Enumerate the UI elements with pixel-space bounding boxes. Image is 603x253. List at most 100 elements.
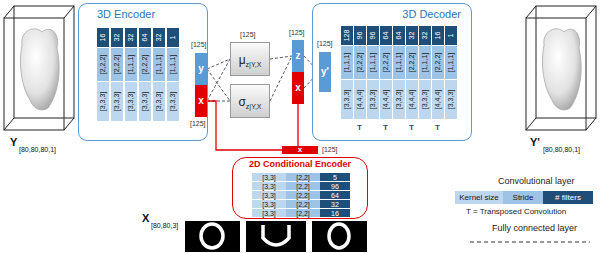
stride-cell: [2,2,2] xyxy=(432,46,444,80)
symbol-letter: μ xyxy=(239,53,246,67)
dimension-label: [80,80,80,1] xyxy=(19,146,56,153)
stride-cell: [2,2,2] xyxy=(354,46,366,80)
legend-swatch: Stride xyxy=(503,191,543,204)
dimension-label: [125] xyxy=(317,40,333,47)
kernel-cell: [3,3,3] xyxy=(125,82,137,122)
kernel-cell: [4,4,4] xyxy=(380,80,392,120)
stride-cell: [1,1,1] xyxy=(167,48,179,82)
caption-label: T = Transposed Convolution xyxy=(466,208,566,216)
layer-value: [2,2,2] xyxy=(357,53,364,72)
layer-value: [4,4,4] xyxy=(409,90,416,109)
layer-value: 32 xyxy=(408,32,415,40)
block-title: 3D Encoder xyxy=(79,4,207,20)
conv-layer-column: 32 [1,1,1] [3,3,3] xyxy=(125,28,137,122)
filters-cell: 64 xyxy=(380,26,392,46)
layer-value: 96 xyxy=(356,32,363,40)
layer-value: [2,2] xyxy=(296,201,310,208)
layer-value: [1,1,1] xyxy=(422,53,429,72)
dimension-label: [80,80,3] xyxy=(151,222,178,229)
legend-text: Stride xyxy=(513,194,534,202)
layer-value: 5 xyxy=(333,174,337,181)
layer-value: [2,2] xyxy=(296,174,310,181)
stride-cell: [2,2] xyxy=(286,191,320,200)
filters-cell: 128 xyxy=(341,26,353,46)
latent-vector-bar: y' xyxy=(319,52,331,92)
conv-layer-column: 16[2,2,2][3,3,3] xyxy=(97,28,109,122)
layer-value: [3,3,3] xyxy=(422,90,429,109)
stride-cell: [2,2] xyxy=(286,200,320,209)
vector-name: y xyxy=(198,64,204,74)
layer-value: [2,2,2] xyxy=(435,53,442,72)
latent-vector-bar: y xyxy=(195,53,207,85)
layer-value: [4,4,4] xyxy=(357,90,364,109)
layer-value: [3,3] xyxy=(262,192,276,199)
layer-value: [1,1,1] xyxy=(170,55,177,74)
kernel-cell: [3,3,3] xyxy=(139,82,151,122)
filters-cell: 32 xyxy=(153,28,165,48)
layer-value: [4,4,4] xyxy=(383,90,390,109)
dimension-label: [125] xyxy=(240,31,256,38)
fully-connected-line xyxy=(207,59,230,69)
layer-value: [2,2,2] xyxy=(114,55,121,74)
layer-value: [3,3,3] xyxy=(170,92,177,111)
stride-cell: [2,2] xyxy=(286,173,320,182)
conditional-encoder-region: 2D Conditional Encoder[3,3][2,2]5[3,3][2… xyxy=(232,157,368,219)
layer-value: [3,3] xyxy=(262,201,276,208)
condition-line xyxy=(297,104,298,146)
kernel-cell: [3,3] xyxy=(252,182,286,191)
filters-cell: 16 xyxy=(432,26,444,46)
kernel-cell: [3,3] xyxy=(252,200,286,209)
vector-name: z xyxy=(296,51,301,61)
layer-value: [3,3] xyxy=(262,210,276,217)
caption-label: Y' xyxy=(530,137,540,148)
legend-text: Fully connected layer xyxy=(492,224,577,233)
stride-cell: [1,1,1] xyxy=(125,48,137,82)
symbol-subscript: z|Y,X xyxy=(246,61,262,68)
layer-value: [2,2,2] xyxy=(142,55,149,74)
layer-value: 32 xyxy=(421,32,428,40)
kernel-cell: [3,3,3] xyxy=(367,80,379,120)
conv-layer-column: 1 [1,1,1] [3,3,3] xyxy=(445,26,457,120)
kernel-cell: [3,3,3] xyxy=(341,80,353,120)
latent-vector-bar: z xyxy=(292,40,304,72)
distribution-box: μz|Y,X xyxy=(230,42,270,76)
kernel-cell: [4,4,4] xyxy=(406,80,418,120)
volume-box xyxy=(526,6,596,130)
layer-value: 32 xyxy=(113,34,120,42)
fully-connected-line xyxy=(207,69,230,101)
conv-layer-column: 96[1,1,1][3,3,3] xyxy=(367,26,379,120)
conv-layer-column: 128[1,1,1][3,3,3] xyxy=(341,26,353,120)
caption-label: Y xyxy=(10,137,17,148)
filters-cell: 1 xyxy=(445,26,457,46)
filters-cell: 96 xyxy=(354,26,366,46)
kernel-cell: [4,4,4] xyxy=(432,80,444,120)
filters-cell: 32 xyxy=(125,28,137,48)
vector-name: x xyxy=(198,96,204,106)
stride-cell: [2,2,2] xyxy=(139,48,151,82)
legend-text: Kernel size xyxy=(459,194,499,202)
layer-value: 64 xyxy=(331,192,339,199)
conv-layer-column: 32[1,1,1][3,3,3] xyxy=(153,28,165,122)
layer-value: 32 xyxy=(127,34,134,42)
distribution-box: σz|Y,X xyxy=(230,84,270,118)
transposed-mark: T xyxy=(435,124,440,132)
layer-value: [1,1,1] xyxy=(370,53,377,72)
layer-value: [2,2,2] xyxy=(100,55,107,74)
layer-value: [3,3,3] xyxy=(448,90,455,109)
conv-layer-row: [3,3][2,2]32 xyxy=(252,200,350,209)
dimension-label: [125] xyxy=(322,146,338,153)
filters-cell: 64 xyxy=(139,28,151,48)
volume-box xyxy=(4,6,74,130)
filters-cell: 5 xyxy=(320,173,350,182)
stride-cell: [2,2] xyxy=(286,182,320,191)
layer-value: [1,1,1] xyxy=(448,53,455,72)
caption-label: X xyxy=(142,213,149,224)
layer-value: [1,1,1] xyxy=(128,55,135,74)
layer-value: [1,1,1] xyxy=(396,53,403,72)
fully-connected-line xyxy=(270,56,292,59)
layer-value: [3,3,3] xyxy=(156,92,163,111)
layer-value: 1 xyxy=(170,36,177,40)
layer-value: 16 xyxy=(331,210,339,217)
dimension-label: [125] xyxy=(190,120,206,127)
conv-layer-row: [3,3][2,2]96 xyxy=(252,182,350,191)
